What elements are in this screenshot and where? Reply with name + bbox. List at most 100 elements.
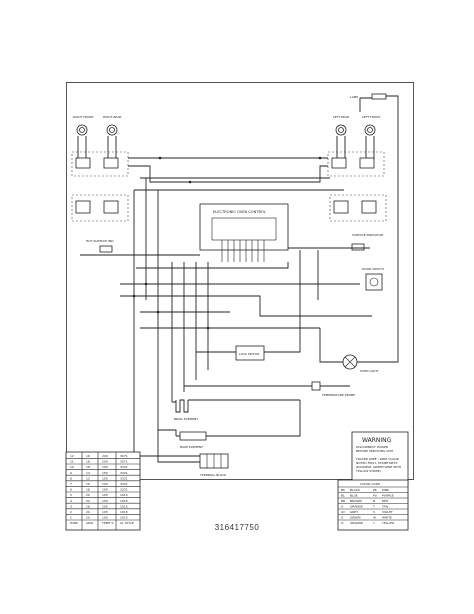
- svg-text:COLOR CODE: COLOR CODE: [360, 482, 380, 486]
- oven-light: OVEN LIGHT: [319, 328, 399, 373]
- wire-table-cell: 20: [86, 493, 90, 497]
- wire-table-cell: 3321: [120, 476, 128, 480]
- color-code-cell: BR: [341, 499, 345, 503]
- color-code-cell: BK: [341, 488, 346, 492]
- svg-text:LAMP: LAMP: [350, 95, 358, 99]
- wire-table-cell: 2: [70, 510, 72, 514]
- wire-table-cell: 200: [102, 460, 108, 464]
- wire-table-cell: 150: [102, 471, 108, 475]
- right-infinite-switches: [327, 151, 387, 222]
- svg-text:LOCK MOTOR: LOCK MOTOR: [239, 352, 259, 356]
- color-code-cell: VIOLET: [382, 510, 393, 514]
- svg-text:BAKE ELEMENT: BAKE ELEMENT: [180, 445, 203, 449]
- wire-table-cell: 1: [70, 516, 72, 520]
- color-code-cell: BROWN: [350, 499, 362, 503]
- color-code-cell: PURPLE: [382, 494, 394, 498]
- color-code-cell: RED: [382, 499, 389, 503]
- wire-table-cell: 105: [102, 482, 108, 486]
- wire-table-header: UL STYLE: [120, 521, 134, 525]
- svg-text:TEMPERATURE PROBE: TEMPERATURE PROBE: [321, 393, 355, 397]
- svg-text:OVEN LIGHT: OVEN LIGHT: [360, 369, 379, 373]
- wire-table-cell: 11: [70, 460, 74, 464]
- svg-text:WARNING: WARNING: [362, 437, 392, 444]
- left-front-surface-unit: RIGHT FRONT: [73, 115, 94, 136]
- svg-text:RIGHT FRONT: RIGHT FRONT: [73, 115, 94, 119]
- terminal-block: TERMINAL BLOCK: [133, 420, 229, 477]
- svg-text:HOT SURFACE IND.: HOT SURFACE IND.: [86, 239, 114, 243]
- svg-text:RIGHT REAR: RIGHT REAR: [103, 115, 121, 119]
- svg-text:ELECTRONIC OVEN CONTROL: ELECTRONIC OVEN CONTROL: [213, 210, 266, 214]
- wire-table-cell: 10: [70, 465, 74, 469]
- wire-table-cell: 3071: [120, 460, 128, 464]
- warning-box: WARNING DISCONNECT POWER BEFORE SERVICIN…: [351, 431, 409, 487]
- wire-table-cell: 16: [86, 454, 90, 458]
- wire-table-cell: 105: [102, 510, 108, 514]
- svg-text:DISCONNECT POWER: DISCONNECT POWER: [356, 445, 388, 449]
- svg-text:TERMINAL BLOCK: TERMINAL BLOCK: [199, 473, 227, 477]
- wire-table-header: TEMP°C: [101, 521, 114, 525]
- color-code-cell: WHITE: [382, 516, 392, 520]
- color-code-cell: GREY: [350, 510, 358, 514]
- color-code-cell: V: [373, 510, 376, 514]
- wire-table-cell: 7: [70, 482, 72, 486]
- wire-table-cell: 12: [70, 454, 74, 458]
- wire-table-cell: 20: [86, 510, 90, 514]
- wire-table-cell: 150: [102, 465, 108, 469]
- wire-table-cell: 8: [70, 476, 72, 480]
- wire-table-cell: 3321: [120, 471, 128, 475]
- wire-table-cell: 3071: [120, 454, 128, 458]
- wire-table-cell: 5: [70, 493, 72, 497]
- color-code-cell: GREEN: [350, 516, 360, 520]
- color-code-cell: PK: [373, 488, 378, 492]
- electronic-oven-control: ELECTRONIC OVEN CONTROL: [199, 203, 289, 262]
- color-code-cell: R: [373, 499, 375, 503]
- color-code-cell: PINK: [382, 488, 390, 492]
- color-code-cell: T: [372, 505, 375, 509]
- color-code-cell: PU: [373, 494, 377, 498]
- lock-motor: LOCK MOTOR: [196, 340, 301, 361]
- document-number: 316417750: [214, 523, 260, 532]
- svg-text:BROIL ELEMENT: BROIL ELEMENT: [174, 417, 198, 421]
- wire-table-cell: 1015: [120, 504, 128, 508]
- wire-table-cell: 20: [86, 516, 90, 520]
- color-code-cell: TAN: [381, 505, 388, 509]
- wire-table-cell: 1015: [120, 510, 128, 514]
- color-code-cell: YELLOW: [382, 521, 394, 525]
- wire-table-cell: 3321: [120, 482, 128, 486]
- left-rear-surface-unit: RIGHT REAR: [103, 115, 121, 136]
- oven-light-connector: LAMP: [350, 93, 387, 100]
- diagram-frame: [66, 82, 414, 480]
- color-code-cell: ORANGE: [350, 521, 363, 525]
- wire-table-cell: 22: [86, 499, 90, 503]
- wire-table-cell: 4: [70, 499, 72, 503]
- wire-table-cell: 150: [102, 476, 108, 480]
- wire-table-cell: 105: [102, 499, 108, 503]
- right-front-surface-unit: LEFT FRONT: [362, 115, 380, 136]
- wire-table-cell: 1015: [120, 516, 128, 520]
- svg-text:BEFORE SERVICING UNIT: BEFORE SERVICING UNIT: [356, 449, 393, 453]
- color-code-cell: BLUE: [350, 494, 358, 498]
- color-code-cell: Y: [373, 521, 375, 525]
- wire-table-cell: 9: [70, 471, 72, 475]
- svg-text:SURFACE INDICATOR: SURFACE INDICATOR: [352, 233, 383, 237]
- temperature-probe: TEMPERATURE PROBE: [184, 381, 355, 397]
- wire-table-cell: 1015: [120, 493, 128, 497]
- wire-table-cell: 105: [102, 516, 108, 520]
- wire-table-cell: 18: [86, 504, 90, 508]
- right-rear-surface-unit: LEFT REAR: [333, 115, 349, 136]
- color-code-cell: GY: [341, 510, 345, 514]
- wire-table-cell: 12: [86, 476, 90, 480]
- color-code-cell: W: [373, 516, 376, 520]
- color-code-cell: ORANGE: [350, 505, 363, 509]
- wire-table-cell: 16: [86, 482, 90, 486]
- wire-table-cell: 6: [70, 488, 72, 492]
- door-switch: DOOR SWITCH: [362, 267, 384, 291]
- svg-text:TRACER WIRE : WIRE COLOR: TRACER WIRE : WIRE COLOR: [355, 457, 399, 461]
- hot-surface-indicator: HOT SURFACE IND.: [86, 239, 114, 253]
- wire-table-cell: 200: [102, 454, 108, 458]
- wire-table-cell: 14: [86, 471, 90, 475]
